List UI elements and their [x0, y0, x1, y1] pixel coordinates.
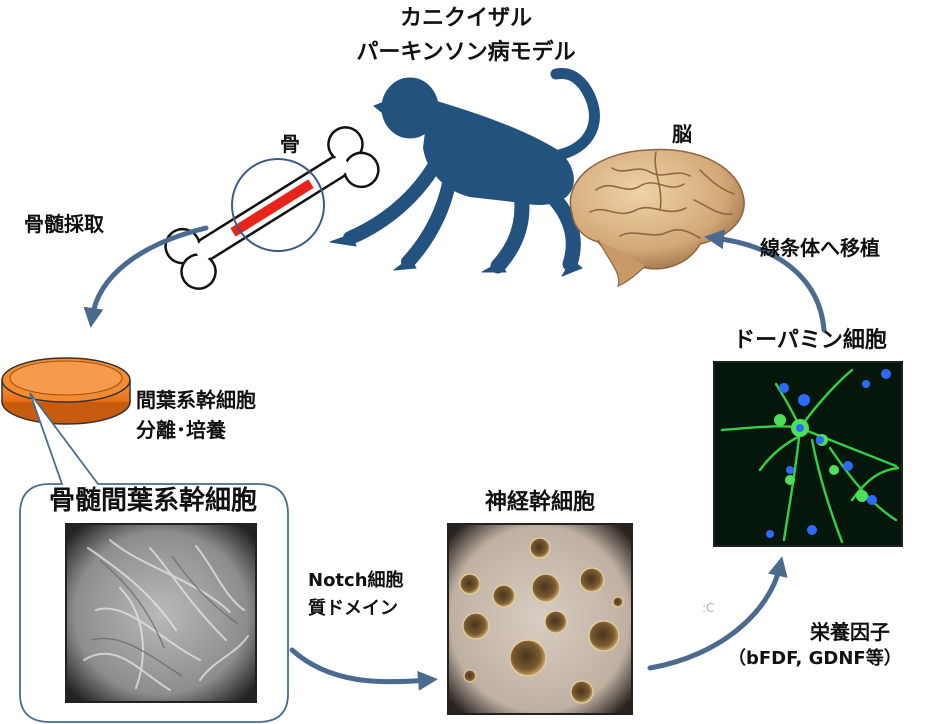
trophic-factor-label-1: 栄養因子	[810, 620, 890, 644]
brain-illustration	[569, 148, 745, 288]
arrow-msc-to-neural	[289, 647, 438, 691]
flow-arrows	[83, 225, 827, 691]
msc-micrograph	[65, 523, 257, 703]
dopamine-micrograph	[713, 361, 903, 547]
bone-marrow-band	[230, 179, 314, 237]
arrow-neural-to-dopamine	[647, 556, 788, 671]
stray-mark: :C	[702, 601, 714, 615]
trophic-factor-label-2: （bFDF, GDNF等）	[728, 648, 902, 669]
arrow-dopamine-to-brain	[704, 229, 827, 333]
dopamine-title: ドーパミン細胞	[733, 328, 887, 353]
arrow-bone-to-dish	[83, 225, 209, 328]
monkey-silhouette	[329, 68, 600, 277]
brain-label: 脳	[672, 122, 692, 146]
title-line-1: カニクイザル	[399, 6, 532, 31]
bone-marrow-collection-label: 骨髄採取	[24, 212, 104, 236]
msc-isolation-label-1: 間葉系幹細胞	[136, 388, 256, 412]
bm-msc-title: 骨髄間葉系幹細胞	[48, 486, 257, 516]
bone-illustration	[164, 126, 380, 290]
title-line-2: パーキンソン病モデル	[356, 40, 576, 65]
transplant-label: 線条体へ移植	[760, 236, 880, 260]
neural-stem-micrograph	[447, 523, 633, 715]
neural-stem-title: 神経幹細胞	[484, 490, 595, 515]
bone-label: 骨	[280, 132, 300, 156]
notch-label-1: Notch細胞	[308, 570, 404, 591]
msc-isolation-label-2: 分離･培養	[136, 418, 226, 442]
notch-label-2: 質ドメイン	[308, 598, 398, 619]
petri-dish	[1, 357, 131, 425]
